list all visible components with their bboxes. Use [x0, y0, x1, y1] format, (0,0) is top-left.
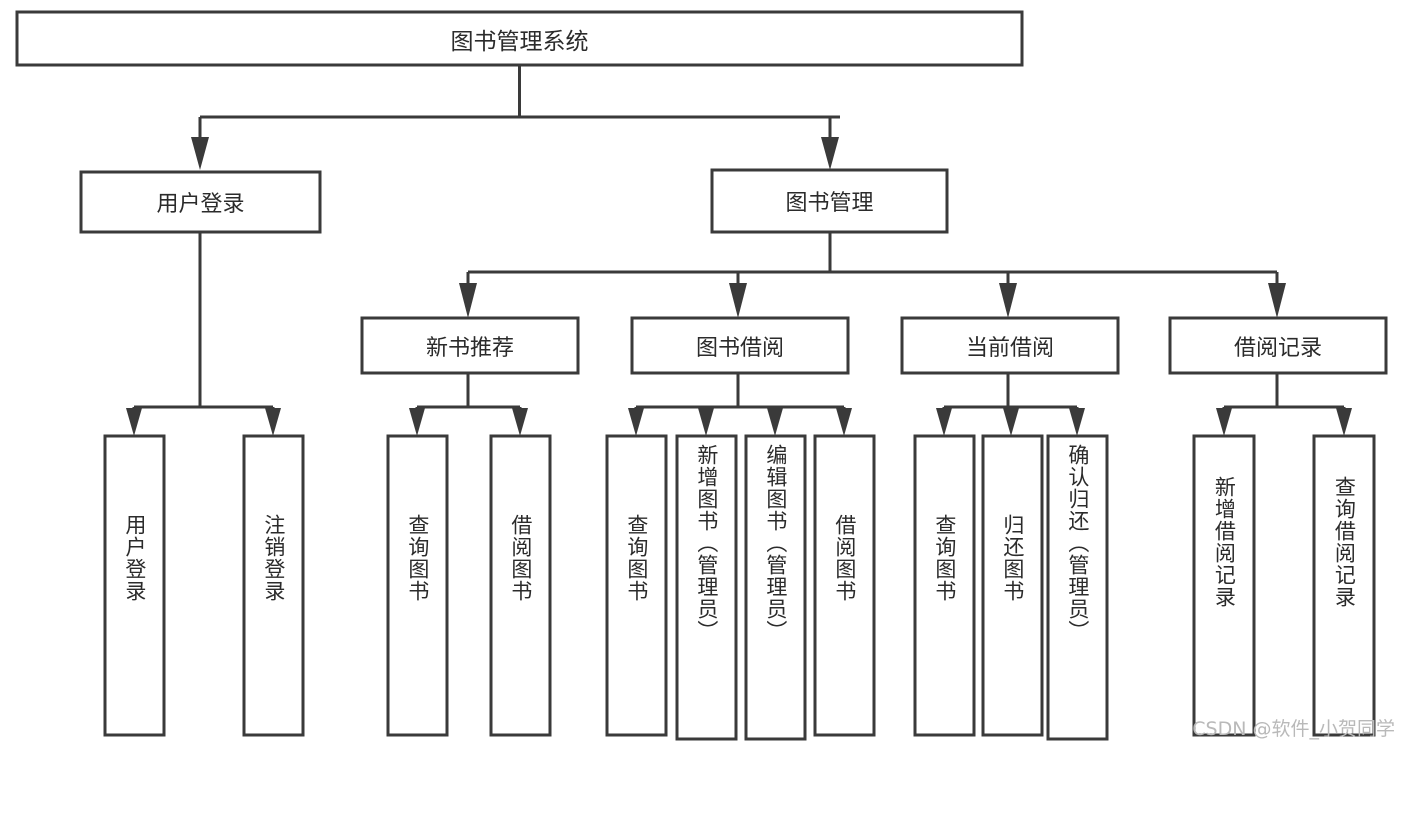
- arrowhead-leaf-borrow-book-2: [836, 408, 852, 436]
- node-box-leaf-confirm-return[interactable]: [1046, 434, 1109, 741]
- node-box-leaf-return-book[interactable]: [981, 434, 1044, 737]
- edge-group-new-book-rec: [409, 373, 528, 436]
- node-box-leaf-edit-book[interactable]: [744, 434, 807, 741]
- arrowhead-leaf-query-book-1: [409, 408, 425, 436]
- edge-group-user-login: [126, 232, 281, 436]
- arrowhead-current-borrow: [999, 283, 1017, 318]
- arrowhead-leaf-query-record: [1336, 408, 1352, 436]
- arrowhead-leaf-return-book: [1003, 408, 1019, 436]
- arrowhead-user-login: [191, 137, 209, 170]
- arrowhead-leaf-add-record: [1216, 408, 1232, 436]
- arrowhead-new-book-rec: [459, 283, 477, 318]
- arrowhead-book-manage: [821, 137, 839, 170]
- node-box-user-login[interactable]: [79, 170, 322, 234]
- node-box-new-book-rec[interactable]: [360, 316, 580, 375]
- node-box-leaf-query-book-3[interactable]: [913, 434, 976, 737]
- node-box-leaf-add-record[interactable]: [1192, 434, 1256, 737]
- arrowhead-leaf-query-book-2: [628, 408, 644, 436]
- arrowhead-leaf-edit-book: [767, 408, 783, 436]
- node-box-leaf-borrow-book-2[interactable]: [813, 434, 876, 737]
- node-box-leaf-query-book-1[interactable]: [386, 434, 449, 737]
- edge-group-current-borrow: [936, 373, 1085, 436]
- edge-group-root: [191, 65, 840, 170]
- arrowhead-leaf-user-login: [126, 408, 142, 436]
- arrowhead-book-borrow: [729, 283, 747, 318]
- node-box-book-manage[interactable]: [710, 168, 949, 234]
- arrowhead-leaf-borrow-book-1: [512, 408, 528, 436]
- edge-group-book-manage: [459, 232, 1286, 318]
- edge-group-borrow-record: [1216, 373, 1352, 436]
- flowchart-svg: [15, 10, 1388, 741]
- arrowhead-leaf-confirm-return: [1069, 408, 1085, 436]
- node-box-leaf-query-record[interactable]: [1312, 434, 1376, 737]
- arrowhead-leaf-query-book-3: [936, 408, 952, 436]
- node-box-root[interactable]: [15, 10, 1024, 67]
- diagram-canvas: 图书管理系统 用户登录 图书管理 新书推荐 图书借阅 当前借阅 借阅记录 用户登…: [15, 10, 1395, 741]
- node-box-leaf-logout[interactable]: [242, 434, 305, 737]
- arrowhead-leaf-logout: [265, 408, 281, 436]
- node-box-leaf-add-book[interactable]: [675, 434, 738, 741]
- edge-group-book-borrow: [628, 373, 852, 436]
- arrowhead-borrow-record: [1268, 283, 1286, 318]
- node-box-leaf-borrow-book-1[interactable]: [489, 434, 552, 737]
- node-box-borrow-record[interactable]: [1168, 316, 1388, 375]
- node-box-current-borrow[interactable]: [900, 316, 1120, 375]
- node-box-book-borrow[interactable]: [630, 316, 850, 375]
- node-box-leaf-query-book-2[interactable]: [605, 434, 668, 737]
- node-box-leaf-user-login[interactable]: [103, 434, 166, 737]
- arrowhead-leaf-add-book: [698, 408, 714, 436]
